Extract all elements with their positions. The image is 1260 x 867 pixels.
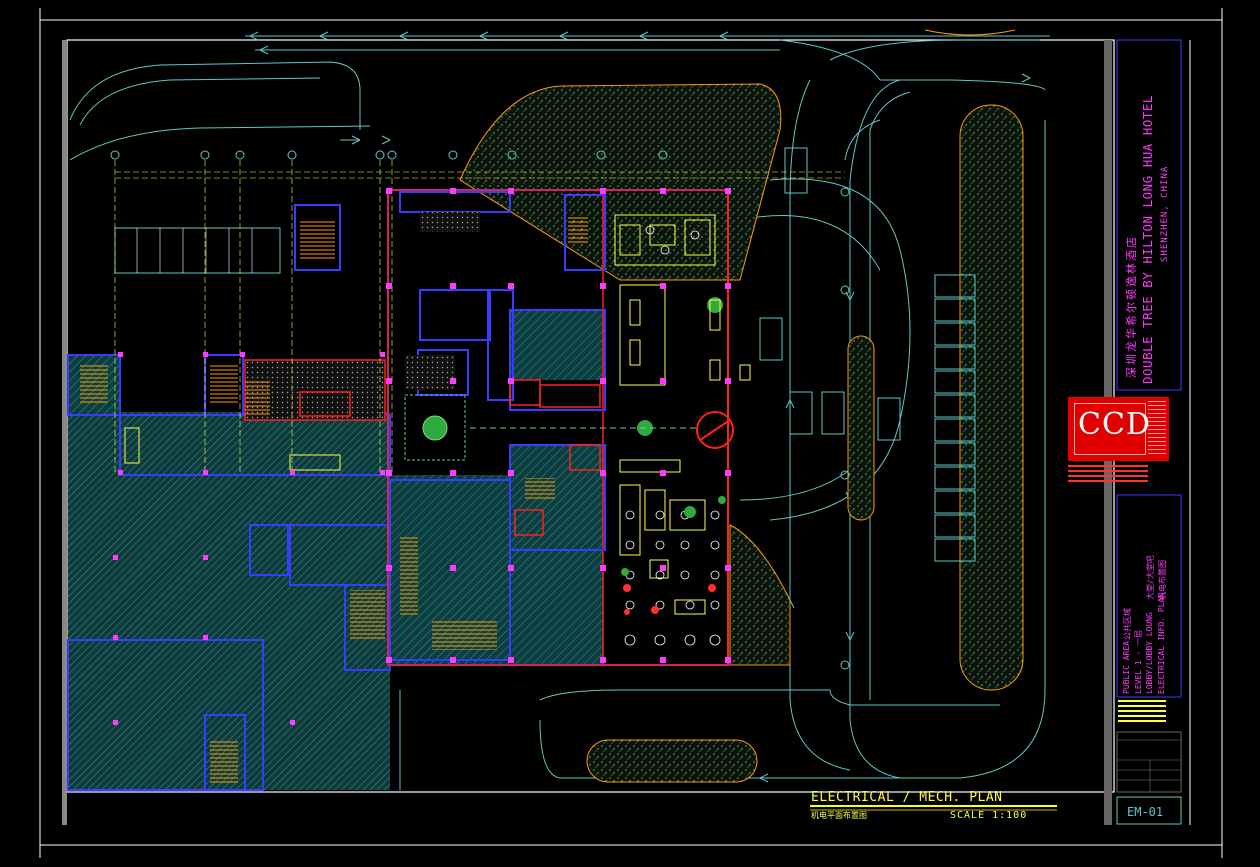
notes-block <box>1118 700 1166 722</box>
sheet-space-cn: 大堂/大堂吧 <box>1146 555 1155 600</box>
logo-contact-lines <box>1068 465 1148 482</box>
drawing-scale: SCALE 1:100 <box>950 810 1028 821</box>
sheet-area: PUBLIC AREA <box>1122 641 1131 694</box>
structural-grid <box>114 160 845 475</box>
parking-bays <box>114 147 976 562</box>
sheet-number: EM-01 <box>1127 805 1164 819</box>
project-location: SHENZHEN, CHINA <box>1160 165 1170 262</box>
grid-bubbles <box>110 150 850 670</box>
sheet-area-cn: 公共区域 <box>1123 608 1132 640</box>
lounge-seating <box>624 225 721 646</box>
structural-columns <box>113 188 731 725</box>
sheet-space: LOBBY/LOBBY LOUNG <box>1145 612 1154 694</box>
parking-stall-lines <box>136 228 253 273</box>
title-underlines <box>810 805 1057 811</box>
logo-frame <box>1074 403 1146 455</box>
landscape <box>459 29 1024 783</box>
logo-letters: CCD <box>1078 407 1151 442</box>
company-logo: CCD <box>1068 397 1169 461</box>
main-building <box>387 189 734 666</box>
sheet-level: LEVEL 1 - 一层 <box>1134 629 1143 694</box>
lounge-accents <box>623 584 716 615</box>
drawing-title: ELECTRICAL / MECH. PLAN <box>811 790 1003 805</box>
title-block-rules <box>1117 739 1181 792</box>
sheet-plan-cn: 机电布置图 <box>1158 560 1167 600</box>
left-back-of-house <box>67 204 391 791</box>
project-name-en: DOUBLE TREE BY HILTON LONG HUA HOTEL <box>1140 95 1155 384</box>
project-name-cn: 深圳龙华希尔顿逸林酒店 <box>1125 235 1138 378</box>
lounge-plants <box>621 496 726 576</box>
title-block <box>1116 39 1182 825</box>
sheet-plan: ELECTRICAL INFO. PLAN <box>1157 592 1166 694</box>
lobby-furniture <box>614 214 751 615</box>
drawing-title-cn: 机电平面布置图 <box>811 811 867 820</box>
logo-side-text <box>1148 401 1166 457</box>
